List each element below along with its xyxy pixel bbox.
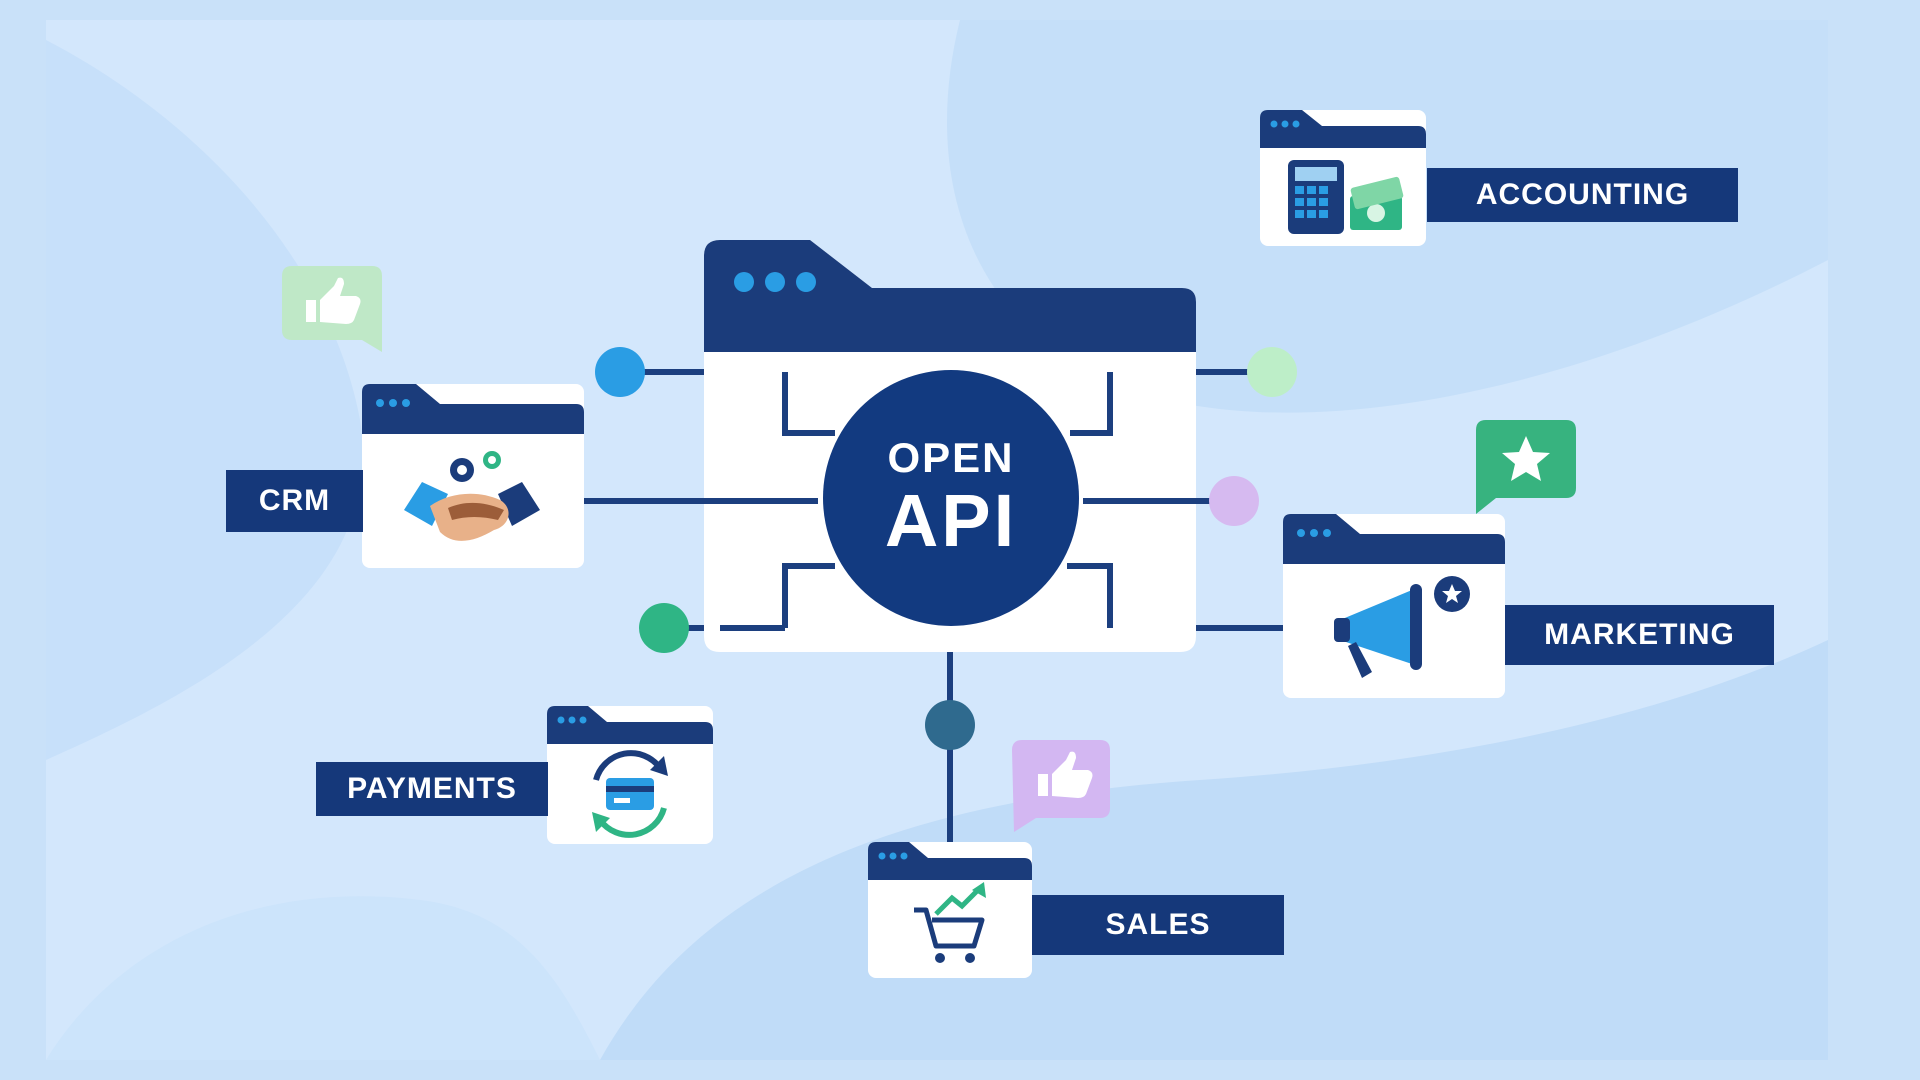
hub-circle: [823, 370, 1079, 626]
calculator-money-icon: [1288, 160, 1404, 234]
connector-nodes: [595, 347, 1297, 750]
hub-title-line2: API: [884, 479, 1018, 562]
payments-label: PAYMENTS: [316, 762, 548, 816]
card-sync-icon: [592, 750, 668, 838]
node-green: [639, 603, 689, 653]
sales-like-bubble: [1012, 740, 1110, 832]
crm-label: CRM: [226, 470, 363, 532]
accounting-label: ACCOUNTING: [1427, 168, 1738, 222]
sales-window: [868, 842, 1032, 978]
megaphone-icon: [1334, 576, 1470, 678]
crm-window: [362, 384, 584, 568]
cart-growth-icon: [914, 882, 986, 963]
hub-title-line1: OPEN: [887, 434, 1015, 481]
hub-label: OPEN API: [823, 370, 1079, 626]
marketing-label: MARKETING: [1505, 605, 1774, 665]
crm-like-bubble: [282, 266, 382, 352]
node-blue: [595, 347, 645, 397]
thumbs-up-icon: [1038, 751, 1093, 798]
marketing-window: [1283, 514, 1505, 698]
thumbs-up-icon: [306, 277, 361, 324]
accounting-window: [1260, 110, 1426, 246]
marketing-star-bubble: [1476, 420, 1576, 514]
star-icon: [1502, 436, 1550, 481]
node-light-green: [1247, 347, 1297, 397]
handshake-gears-icon: [404, 451, 540, 541]
sales-label: SALES: [1032, 895, 1284, 955]
payments-window: [547, 706, 713, 844]
node-lavender: [1209, 476, 1259, 526]
node-teal: [925, 700, 975, 750]
